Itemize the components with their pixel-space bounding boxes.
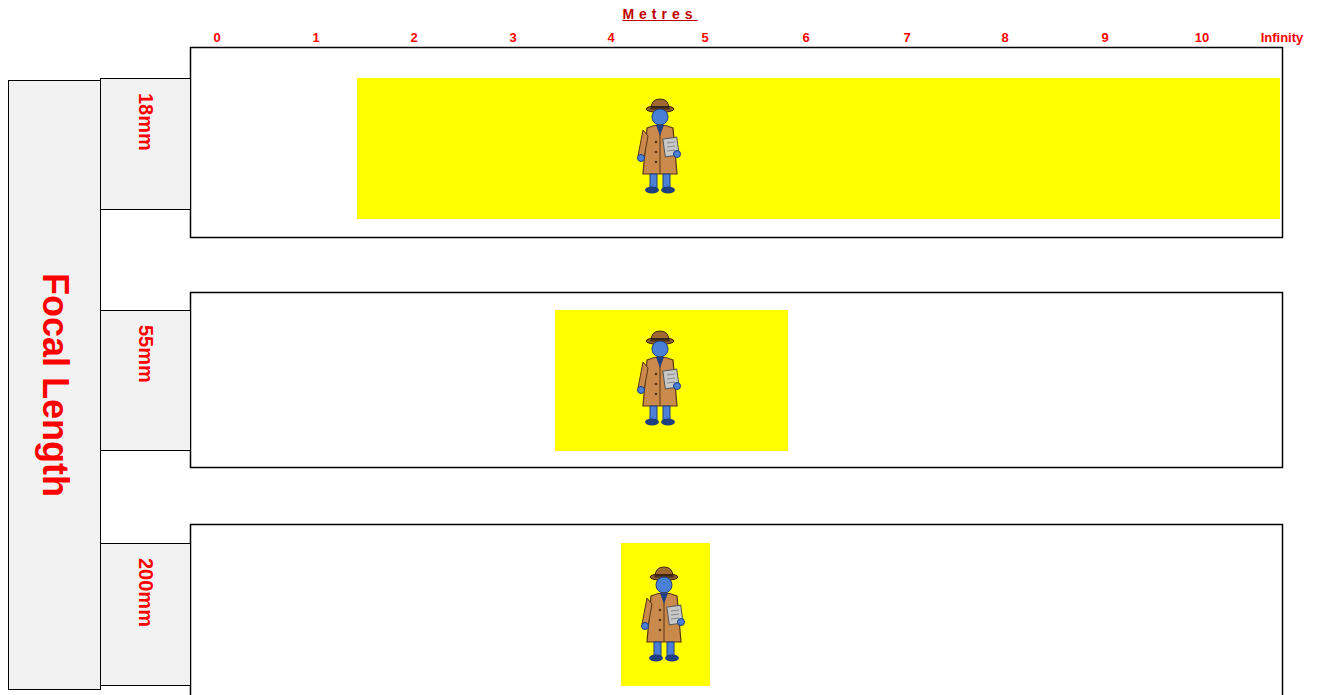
focal-length-label: 18mm (134, 93, 157, 151)
row-panel (191, 293, 1283, 468)
subject-figure (638, 99, 681, 194)
focal-length-box: 18mm (100, 78, 191, 210)
axis-title: Focal Length (34, 273, 76, 497)
scale-number: 7 (903, 30, 910, 46)
depth-of-field-band (357, 78, 1280, 219)
subject-figure (642, 567, 685, 662)
focal-length-box: 55mm (100, 310, 191, 451)
focal-length-box: 200mm (100, 543, 191, 686)
subject-figure (638, 331, 681, 426)
scale-number: 1 (312, 30, 319, 46)
axis-title-box: Focal Length (8, 80, 101, 690)
focal-length-label: 55mm (134, 325, 157, 383)
axis-heading: Metres (622, 6, 697, 23)
row-panel (191, 48, 1283, 238)
focal-length-label: 200mm (134, 558, 157, 627)
scale-number: 6 (802, 30, 809, 46)
scale-number: 10 (1195, 30, 1209, 46)
row-panel (191, 525, 1283, 695)
depth-of-field-band (621, 543, 710, 686)
scale-number: 0 (213, 30, 220, 46)
scale-number: 9 (1101, 30, 1108, 46)
scale-number: 2 (410, 30, 417, 46)
scale-number: Infinity (1261, 30, 1304, 46)
depth-of-field-band (555, 310, 788, 451)
scale-number: 8 (1001, 30, 1008, 46)
scale-number: 4 (607, 30, 614, 46)
scale-number: 3 (509, 30, 516, 46)
scale-number: 5 (701, 30, 708, 46)
